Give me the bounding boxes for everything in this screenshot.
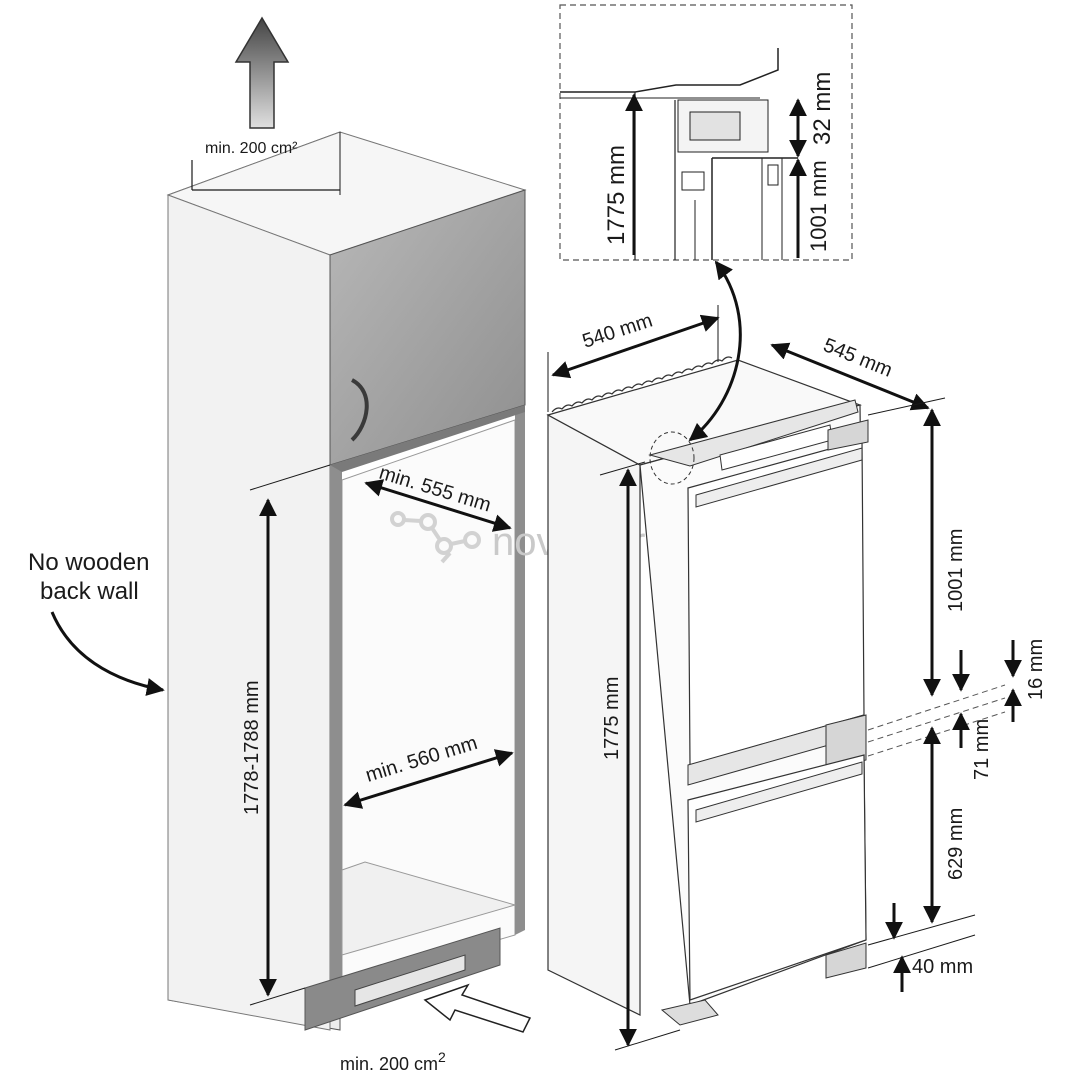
top-vent-arrow	[234, 16, 290, 129]
width-dimension	[551, 314, 720, 379]
back-wall-arrow	[50, 611, 165, 696]
lower-door-rail	[695, 761, 863, 823]
niche-floor	[341, 861, 517, 956]
gap-40-label: 40 mm	[912, 956, 973, 978]
fridge-side	[547, 413, 641, 1016]
detail-32-label: 32 mm	[809, 72, 836, 145]
detail-callout-arrow	[688, 260, 742, 442]
detail-height-label: 1775 mm	[603, 145, 630, 245]
top-vent-label: min. 200 cm²	[205, 140, 298, 157]
back-wall-label-line1: No wooden	[28, 549, 149, 576]
niche-ceiling	[330, 405, 525, 472]
middle-hinge	[825, 714, 867, 771]
gap-71-label: 71 mm	[971, 719, 993, 780]
control-panel	[648, 399, 859, 467]
depth-label: 545 mm	[820, 334, 895, 381]
upper-height-label: 1001 mm	[945, 529, 967, 612]
niche-frame-left	[330, 465, 342, 990]
fridge-lower-door	[687, 754, 867, 1001]
niche-height-label: 1778-1788 mm	[241, 680, 263, 815]
niche-depth-dimension	[364, 479, 512, 532]
fridge-foot	[660, 999, 719, 1026]
bottom-vent-arrow	[423, 983, 532, 1033]
total-height-label: 1775 mm	[601, 677, 623, 760]
niche-width-dimension	[343, 749, 514, 809]
back-wall-label-line2: back wall	[40, 578, 139, 605]
top-vent-bracket	[191, 160, 340, 191]
plinth-vent	[354, 954, 466, 1007]
fridge-upper-door	[687, 439, 865, 766]
bottom-hinge	[825, 942, 867, 979]
upper-door-rail	[695, 447, 863, 508]
watermark-logo	[390, 511, 481, 564]
depth-dimension	[770, 342, 930, 411]
niche-frame-right	[515, 405, 525, 935]
detail-1001-label: 1001 mm	[806, 160, 831, 252]
door-handle	[350, 378, 369, 442]
cabinet-side-front	[167, 194, 331, 1031]
gap-16-label: 16 mm	[1025, 639, 1047, 700]
width-label: 540 mm	[580, 310, 656, 353]
detail-callout-circle	[649, 431, 695, 485]
lower-height-label: 629 mm	[945, 808, 967, 880]
bottom-vent-label: min. 200 cm2	[340, 1049, 446, 1074]
fridge	[546, 356, 869, 1026]
cabinet	[166, 131, 527, 1031]
upper-hinge	[827, 419, 869, 451]
